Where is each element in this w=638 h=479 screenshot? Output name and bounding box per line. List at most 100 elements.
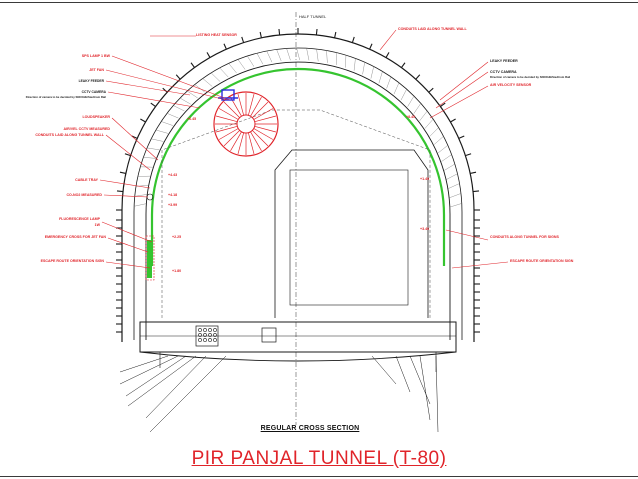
hatch-line bbox=[448, 183, 460, 189]
fan-blade bbox=[254, 115, 277, 123]
hatch-line bbox=[444, 163, 455, 171]
hatch-line bbox=[219, 67, 229, 78]
hatch-line bbox=[306, 48, 310, 61]
left-label-8: CONDUITS LAID ALONG TUNNEL WALL bbox=[35, 133, 104, 137]
top-axis-label: HALF TUNNEL bbox=[299, 14, 327, 19]
hatch-line bbox=[187, 90, 198, 99]
leader-line bbox=[119, 355, 169, 373]
hatch-line bbox=[237, 59, 246, 70]
right-label-5: CONDUITS ALONG TUNNEL FOR SIGNS bbox=[490, 235, 559, 239]
hatch-line bbox=[228, 63, 237, 74]
hatch-line bbox=[378, 71, 383, 84]
rock-bolt bbox=[369, 43, 373, 50]
left-label-12: 1W bbox=[95, 223, 101, 227]
cable bbox=[213, 333, 217, 337]
hatch-line bbox=[210, 72, 221, 82]
left-label-6: LOUDSPEAKER bbox=[82, 115, 110, 119]
right-label-0: CONDUITS LAID ALONG TUNNEL WALL bbox=[398, 27, 467, 31]
leader-line bbox=[105, 69, 227, 101]
hatch-line bbox=[407, 95, 415, 107]
dimension-mark: +8.45 bbox=[406, 115, 415, 119]
rock-bolt bbox=[124, 153, 131, 157]
hatch-line bbox=[413, 103, 421, 114]
rock-bolt bbox=[206, 52, 211, 58]
page-title: PIR PANJAL TUNNEL (T-80) bbox=[191, 448, 447, 469]
hatch-line bbox=[256, 53, 264, 65]
fan-blade bbox=[215, 125, 238, 133]
fan-blade bbox=[230, 131, 242, 152]
dimension-marks: +6.45+8.45+4.43+4.18+3.99+2.25+1.80+1.49… bbox=[168, 115, 429, 273]
hatch-line bbox=[134, 203, 147, 207]
rock-bolt bbox=[175, 74, 181, 80]
fan-blade bbox=[237, 93, 245, 116]
drain-box bbox=[261, 327, 277, 343]
dimension-mark: +4.43 bbox=[168, 173, 177, 177]
leader-line bbox=[439, 61, 489, 101]
left-label-10: CO-NO2 MEASURED bbox=[66, 193, 102, 197]
hatch-line bbox=[134, 194, 148, 197]
cable bbox=[213, 328, 217, 332]
fan-blade bbox=[250, 131, 262, 152]
leader-line bbox=[149, 355, 227, 433]
hatch-line bbox=[247, 55, 255, 67]
hatch-line bbox=[147, 147, 160, 151]
cctv-camera-icon bbox=[218, 89, 238, 101]
left-label-2: JET FAN bbox=[89, 68, 104, 72]
cable-bundle bbox=[198, 328, 217, 342]
bottom-frame-line bbox=[0, 476, 638, 477]
rock-bolt bbox=[223, 43, 227, 50]
hatch-line bbox=[173, 105, 185, 112]
leader-line bbox=[103, 194, 149, 198]
fan-blade bbox=[223, 130, 240, 147]
fan-blade bbox=[218, 128, 239, 140]
leader-line bbox=[125, 355, 187, 397]
rock-bolt bbox=[351, 36, 355, 43]
jet-fan bbox=[213, 91, 279, 157]
cable bbox=[213, 338, 217, 342]
hatch-line bbox=[441, 154, 452, 162]
rock-bolt bbox=[140, 118, 146, 123]
rock-bolt bbox=[385, 52, 390, 58]
leader-line bbox=[409, 355, 431, 405]
cable bbox=[203, 338, 207, 342]
hatch-line bbox=[194, 84, 205, 93]
leader-line bbox=[435, 355, 439, 433]
hatch-line bbox=[316, 49, 319, 62]
fan-blade bbox=[247, 132, 255, 155]
leader-line bbox=[107, 91, 201, 109]
right-label-2: CCTV CAMERA bbox=[490, 70, 517, 74]
leader-line bbox=[371, 355, 397, 385]
track-bed bbox=[139, 321, 457, 353]
cable bbox=[208, 328, 212, 332]
hatch-line bbox=[286, 48, 291, 61]
leader-line bbox=[105, 80, 191, 96]
left-label-14: ESCAPE ROUTE ORIENTATION SIGN bbox=[41, 259, 105, 263]
leader-line bbox=[101, 221, 153, 243]
rock-bolt bbox=[334, 31, 337, 38]
leader-line bbox=[451, 261, 509, 269]
leader-line bbox=[107, 237, 149, 253]
right-label-4: AIR VELOCITY SENSOR bbox=[490, 83, 532, 87]
leader-line bbox=[111, 117, 159, 161]
rock-bolt bbox=[241, 36, 245, 43]
right-label-1: LEAKY FEEDER bbox=[490, 59, 518, 63]
left-label-1: SPS LAMP 1 BW bbox=[82, 54, 111, 58]
bottom-leader-lines bbox=[119, 355, 439, 433]
rock-bolt bbox=[450, 118, 456, 123]
hatch-line bbox=[161, 121, 174, 126]
leader-line bbox=[429, 85, 489, 119]
rock-bolt bbox=[190, 62, 195, 68]
cable bbox=[203, 333, 207, 337]
train-outline bbox=[274, 149, 429, 318]
right-leader-lines bbox=[379, 29, 509, 269]
leader-line bbox=[119, 355, 179, 385]
rock-bolt bbox=[428, 87, 434, 93]
hatch-line bbox=[419, 110, 428, 121]
dimension-mark: +1.49 bbox=[420, 177, 429, 181]
fan-blade bbox=[253, 128, 274, 140]
rock-bolt bbox=[472, 190, 480, 193]
cable bbox=[208, 333, 212, 337]
hatch-line bbox=[345, 55, 347, 68]
